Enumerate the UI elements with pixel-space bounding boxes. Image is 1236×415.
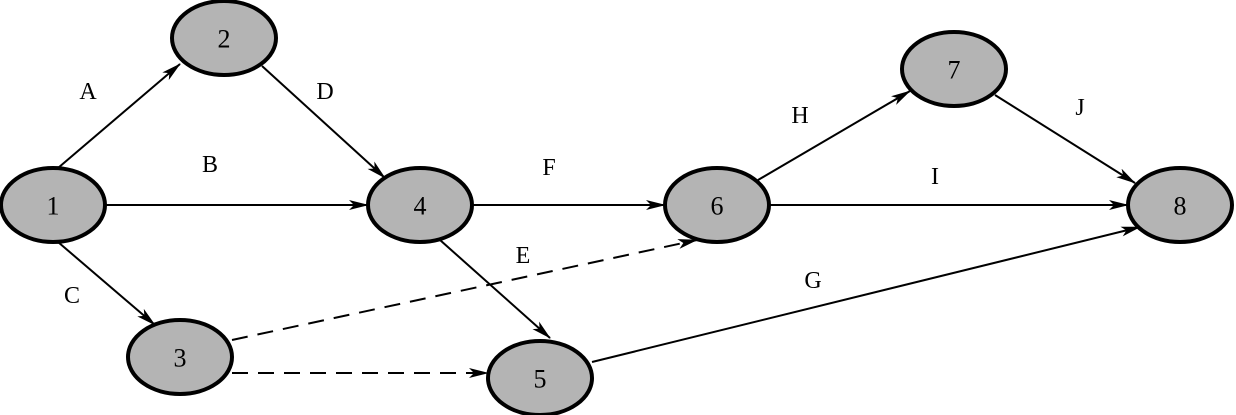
edge-arrow-5-to-8 bbox=[591, 226, 1141, 363]
edge-arrow-1-to-2 bbox=[57, 63, 181, 169]
node-3: 3 bbox=[126, 318, 234, 396]
edge-label-j: J bbox=[1075, 95, 1084, 121]
node-5: 5 bbox=[486, 339, 594, 415]
node-ellipse bbox=[486, 339, 594, 415]
edge-label-b: B bbox=[202, 152, 218, 178]
node-ellipse bbox=[0, 166, 107, 244]
node-8: 8 bbox=[1126, 166, 1234, 244]
node-label: 1 bbox=[47, 192, 60, 221]
node-label: 3 bbox=[174, 344, 187, 373]
edge-label-e: E bbox=[516, 243, 531, 269]
edge-label-c: C bbox=[64, 283, 80, 309]
node-1: 1 bbox=[0, 166, 107, 244]
node-7: 7 bbox=[900, 30, 1008, 108]
node-ellipse bbox=[126, 318, 234, 396]
edge-labels-layer: A B C D E F G H I J bbox=[64, 79, 1085, 309]
node-2: 2 bbox=[170, 0, 278, 77]
node-ellipse bbox=[663, 166, 771, 244]
edge-label-f: F bbox=[542, 155, 555, 181]
node-ellipse bbox=[900, 30, 1008, 108]
edge-label-a: A bbox=[79, 79, 97, 105]
edge-arrow-4-to-5 bbox=[439, 239, 551, 339]
edge-label-i: I bbox=[931, 164, 939, 190]
edge-label-g: G bbox=[804, 268, 821, 294]
node-label: 2 bbox=[218, 25, 231, 54]
edge-label-h: H bbox=[791, 103, 808, 129]
edge-arrow-1-to-3 bbox=[57, 241, 156, 326]
node-4: 4 bbox=[366, 166, 474, 244]
node-ellipse bbox=[366, 166, 474, 244]
edge-arrow-7-to-8 bbox=[994, 94, 1136, 184]
edges-layer bbox=[57, 63, 1141, 378]
edge-arrow-6-to-7 bbox=[757, 90, 911, 181]
node-ellipse bbox=[170, 0, 278, 77]
node-label: 5 bbox=[534, 365, 547, 394]
edge-arrow-2-to-4 bbox=[261, 65, 386, 179]
node-label: 7 bbox=[948, 56, 961, 85]
node-label: 4 bbox=[414, 192, 427, 221]
edge-arrow-3-to-6 bbox=[231, 239, 698, 341]
node-label: 8 bbox=[1174, 192, 1187, 221]
node-ellipse bbox=[1126, 166, 1234, 244]
node-6: 6 bbox=[663, 166, 771, 244]
node-label: 6 bbox=[711, 192, 724, 221]
edge-label-d: D bbox=[316, 79, 333, 105]
